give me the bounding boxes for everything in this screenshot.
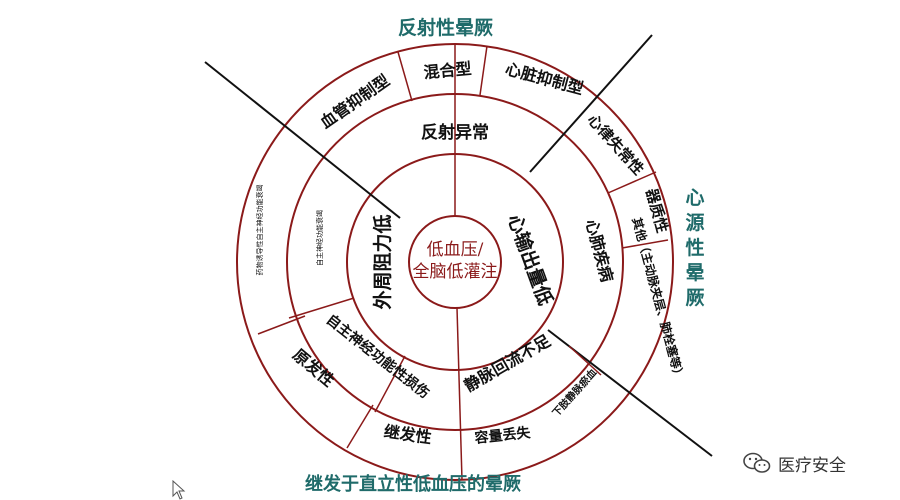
outer-sep-1 — [397, 51, 413, 102]
outer-label-bottom-center: 容量丢失 — [473, 424, 532, 447]
outer-sep-6 — [346, 404, 374, 449]
outer-sep-2 — [479, 45, 488, 96]
outer-sep-7 — [257, 315, 306, 335]
middle-label-bottom: 静脉回流不足 — [461, 331, 555, 396]
outer-label-top-left: 血管抑制型 — [317, 71, 393, 132]
outer-sep-4 — [621, 239, 669, 249]
middle-label-right: 心肺疾病 — [582, 217, 617, 284]
separator-upper-left — [204, 61, 401, 219]
inner-label-right: 心输出量低 — [503, 211, 557, 308]
outer-sep-3 — [607, 171, 657, 194]
outer-sep-5 — [568, 345, 602, 376]
separator-upper-right — [529, 34, 653, 173]
outer-label-right-lower: 其他（主动脉夹层、肺栓塞等） — [629, 216, 687, 382]
outer-label-bottom-right: 下肢静脉瘀血 — [549, 366, 599, 419]
caption-cardiac-syncope: 心源性晕厥 — [685, 187, 705, 309]
middle-label-top: 反射异常 — [421, 122, 489, 143]
outer-label-left: 药物诱导性自主神经功能衰竭 — [255, 185, 264, 276]
watermark: 医疗安全 — [742, 449, 846, 477]
middle-sep-1 — [288, 297, 355, 319]
caption-reflex-syncope: 反射性晕厥 — [398, 17, 494, 39]
wechat-icon — [743, 452, 771, 473]
middle-label-left: 自主神经功能衰竭 — [315, 210, 324, 266]
center-label-1: 低血压/ — [427, 240, 484, 260]
outer-label-bottom-mid: 继发性 — [383, 422, 433, 447]
cursor-arrow-icon — [172, 480, 186, 500]
outer-label-top-center: 混合型 — [423, 59, 472, 82]
watermark-text: 医疗安全 — [778, 455, 846, 476]
center-label-2: 全脑低灌注 — [413, 262, 498, 282]
inner-label-left: 外周阻力低 — [371, 214, 394, 309]
middle-sep-2 — [374, 355, 406, 413]
outer-label-top-right: 心脏抑制型 — [503, 59, 585, 98]
divider-bottom — [456, 307, 463, 481]
middle-label-bottom-left: 自主神经功能性损伤 — [323, 311, 433, 402]
caption-orthostatic-syncope: 继发于直立性低血压的晕厥 — [305, 474, 521, 495]
